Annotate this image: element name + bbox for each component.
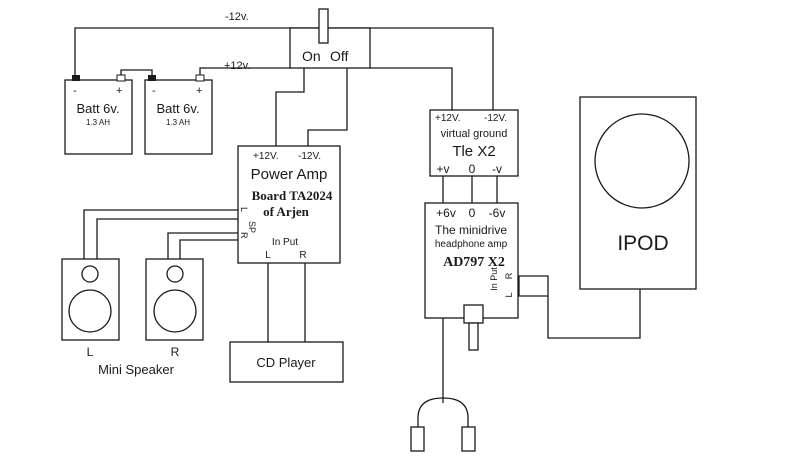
virtual-ground-out-zero: 0: [469, 162, 476, 176]
battery-1-capacity: 1.3 AH: [86, 118, 110, 127]
switch-lever[interactable]: [318, 8, 329, 44]
volume-knob[interactable]: [463, 304, 484, 351]
battery-2-minus: -: [152, 85, 156, 97]
headphone-amp-in-l: L: [504, 292, 514, 297]
battery-1-plus: +: [116, 85, 122, 97]
power-amp-board-line1: Board TA2024: [252, 188, 333, 203]
headphone-amp-zero: 0: [469, 206, 476, 220]
wire-ipod-to-headamp: [516, 275, 641, 339]
power-amp-in-l: L: [265, 250, 271, 261]
speaker-right-woofer: [153, 289, 197, 333]
power-amp-pos: +12V.: [253, 151, 279, 162]
headphone-amp-board: +6v 0 -6v The minidrive headphone amp AD…: [424, 202, 519, 351]
switch-body: [289, 27, 371, 69]
headphones-right-cup: [461, 426, 476, 452]
power-switch[interactable]: On Off: [289, 8, 371, 69]
power-amp-board: +12V. -12V. Power Amp Board TA2024 of Ar…: [237, 145, 341, 264]
virtual-ground-label: virtual ground: [441, 128, 508, 140]
power-amp-board-line2: of Arjen: [263, 204, 310, 219]
power-amp-input-label: In Put: [272, 237, 298, 248]
wire-switch-to-amp-pos: [275, 68, 305, 146]
neg12-wire-label: -12v.: [225, 11, 249, 23]
headphone-amp-line1: The minidrive: [435, 223, 507, 237]
battery-2: - + Batt 6v. 1.3 AH: [144, 74, 213, 155]
power-amp-sp-r: R: [239, 232, 249, 239]
ipod-label: IPOD: [617, 232, 668, 255]
headphone-amp-in-r: R: [504, 272, 514, 279]
headphones-icon: [410, 397, 476, 452]
battery-1-pos-terminal: [116, 74, 126, 82]
battery-2-plus: +: [196, 85, 202, 97]
battery-1-name: Batt 6v.: [76, 101, 119, 116]
battery-2-neg-terminal: [148, 75, 156, 81]
power-amp-sp-label: SP: [247, 221, 257, 233]
power-amp-title: Power Amp: [251, 166, 328, 183]
headphone-amp-pos: +6v: [436, 206, 456, 220]
wire-switch-to-amp-neg: [307, 68, 348, 146]
power-amp-neg: -12V.: [298, 151, 321, 162]
cd-player: CD Player: [229, 341, 344, 383]
cd-player-label: CD Player: [256, 355, 316, 370]
virtual-ground-pos: +12V.: [435, 113, 461, 124]
speaker-right-tweeter: [166, 265, 184, 283]
battery-2-capacity: 1.3 AH: [166, 118, 190, 127]
battery-2-pos-terminal: [195, 74, 205, 82]
headphone-amp-input-label: In Put: [489, 267, 499, 291]
virtual-ground-board: +12V. -12V. virtual ground Tle X2 +v 0 -…: [429, 109, 519, 177]
wire-neg12-main: [74, 27, 494, 110]
headphone-amp-neg: -6v: [489, 206, 506, 220]
pos12-wire-label: +12v.: [224, 60, 250, 72]
battery-1-neg-terminal: [72, 75, 80, 81]
virtual-ground-out-pos: +v: [436, 162, 449, 176]
battery-1: - + Batt 6v. 1.3 AH: [64, 74, 133, 155]
switch-on-label: On: [302, 48, 321, 64]
virtual-ground-neg: -12V.: [484, 113, 507, 124]
virtual-ground-out-neg: -v: [492, 162, 502, 176]
speaker-left-label: L: [87, 345, 94, 359]
switch-off-label: Off: [330, 48, 349, 64]
wire-vground-to-headamp: [442, 176, 498, 203]
wire-right-speaker: [167, 232, 238, 259]
wire-left-speaker: [83, 209, 238, 259]
speaker-left-tweeter: [81, 265, 99, 283]
speaker-right-label: R: [171, 345, 180, 359]
speaker-right: R: [145, 258, 204, 359]
virtual-ground-chip: Tle X2: [452, 143, 495, 160]
wire-cd-to-amp: [267, 263, 306, 342]
headphone-amp-chip: AD797 X2: [443, 255, 505, 270]
battery-1-minus: -: [73, 85, 77, 97]
power-amp-in-r: R: [299, 250, 306, 261]
speaker-left-woofer: [68, 289, 112, 333]
power-amp-sp-l: L: [239, 207, 249, 212]
ipod: IPOD: [579, 96, 697, 290]
speakers-caption: Mini Speaker: [98, 362, 175, 377]
headphone-amp-line2: headphone amp: [435, 239, 508, 250]
ipod-click-wheel: [594, 113, 690, 209]
wire-switch-to-vground: [370, 67, 453, 110]
headphones-left-cup: [410, 426, 425, 452]
battery-2-name: Batt 6v.: [156, 101, 199, 116]
speaker-left: L: [61, 258, 120, 359]
wire-battery-link: [120, 69, 153, 80]
